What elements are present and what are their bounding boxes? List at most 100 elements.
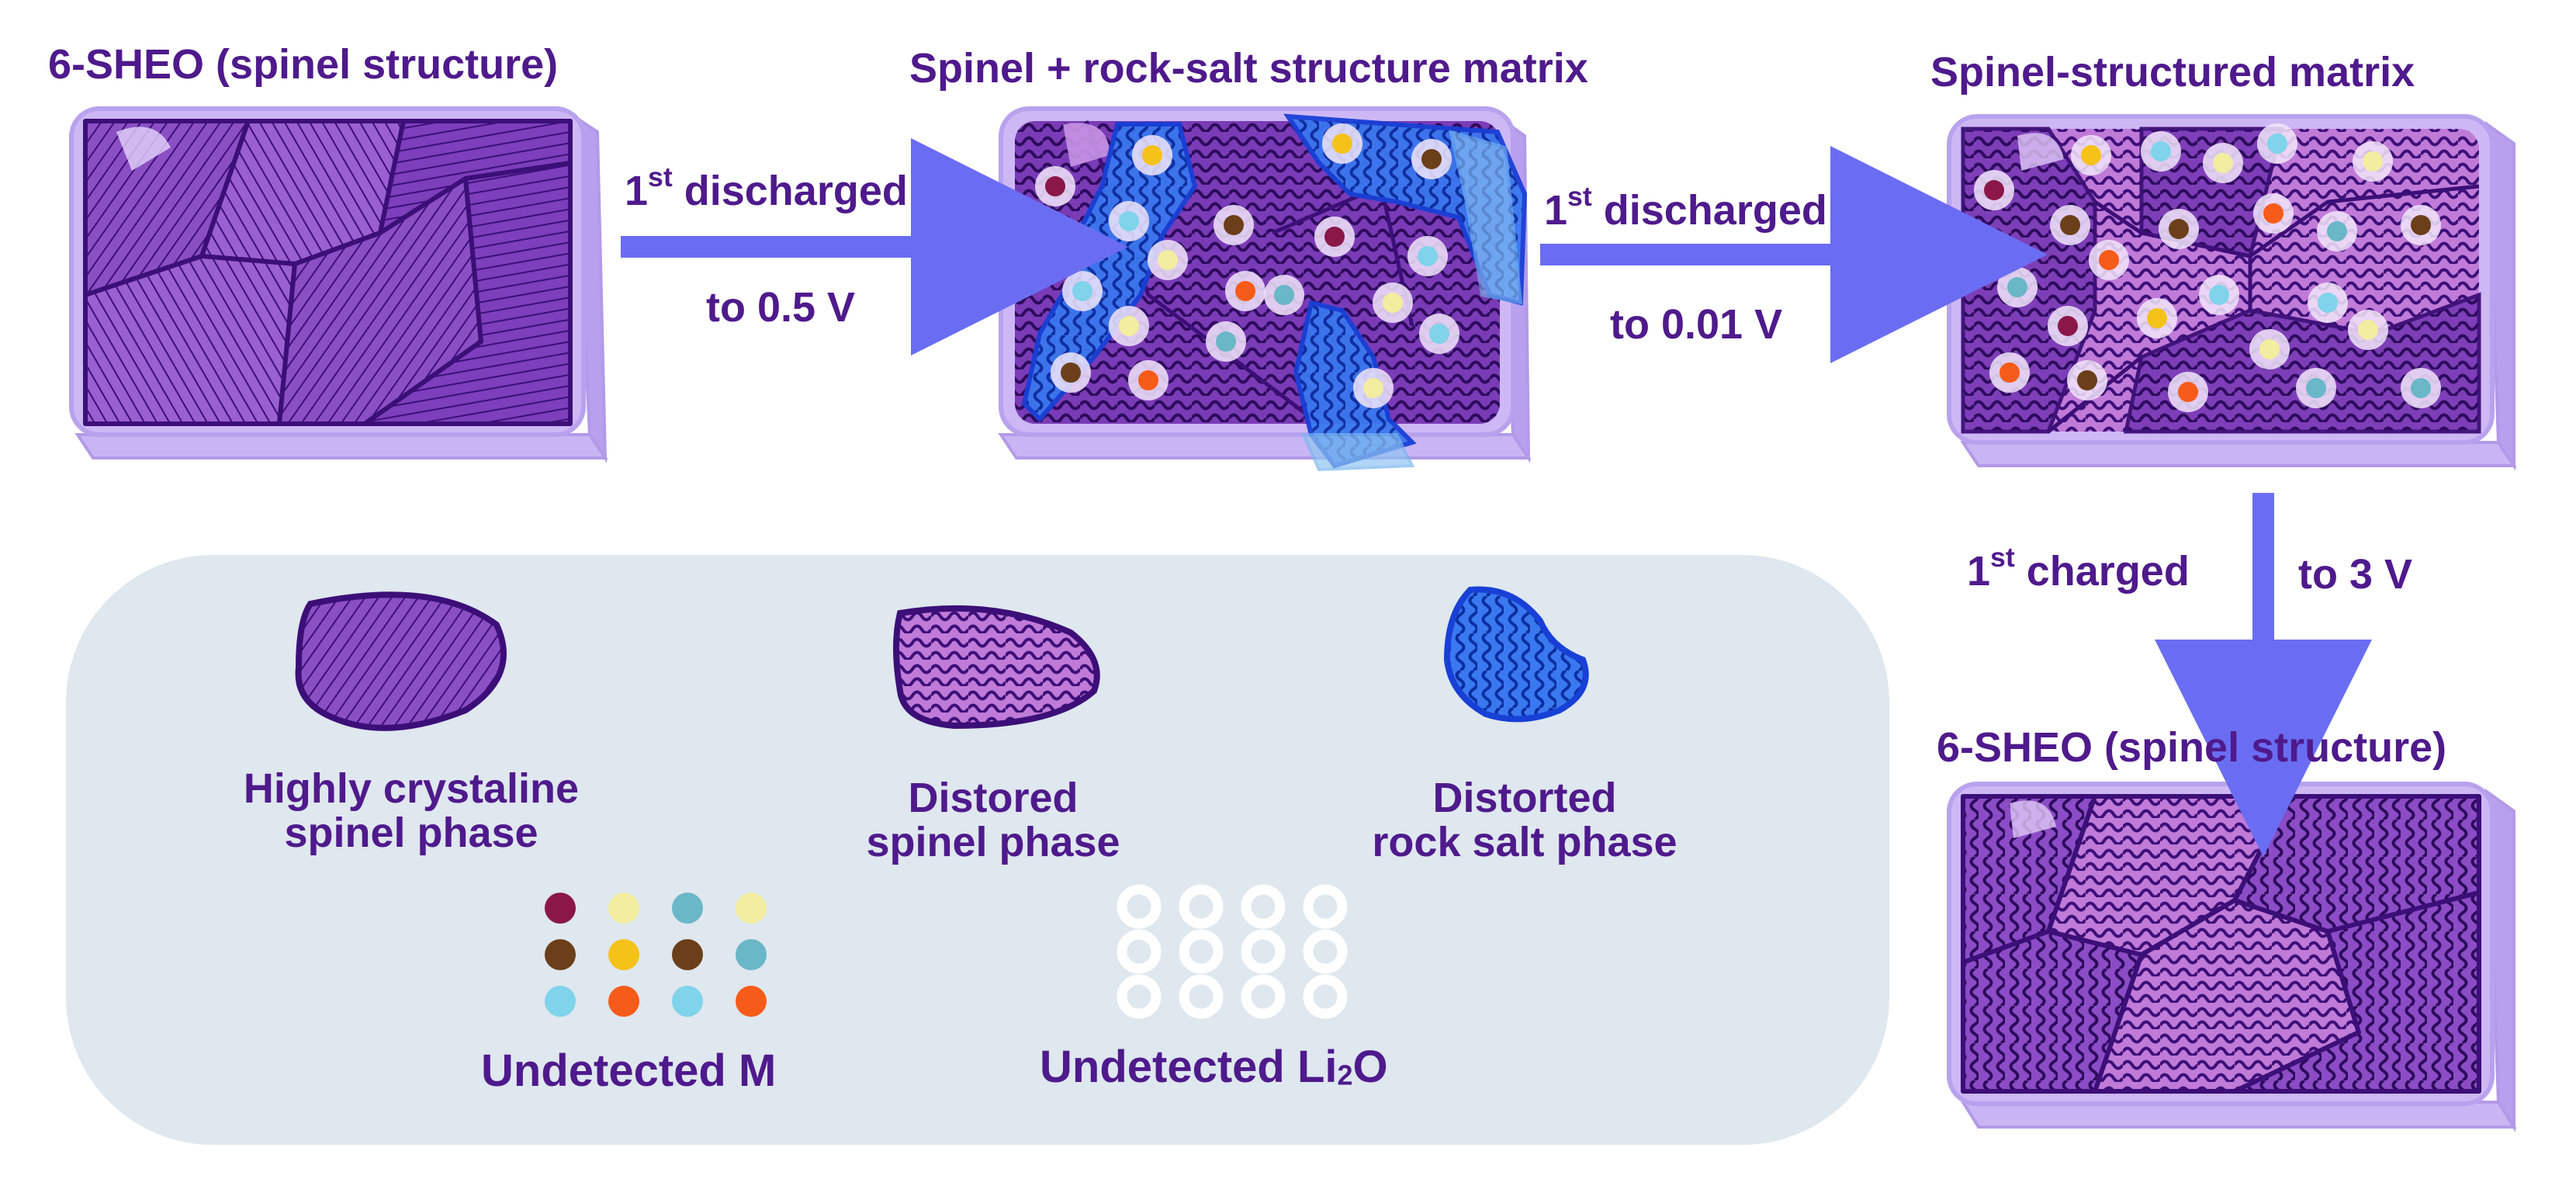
metal-dot xyxy=(608,986,639,1017)
particle-core xyxy=(2178,382,2198,402)
legend-li2o-end: O xyxy=(1352,1042,1388,1092)
metal-dot xyxy=(736,986,767,1017)
legend-distorted-spinel-shape xyxy=(893,605,1100,730)
particle-core xyxy=(2000,362,2020,383)
metal-dot xyxy=(608,939,639,970)
step2-label: 1st discharged xyxy=(1544,182,1827,234)
particle-core xyxy=(1235,281,1255,301)
step1-ordinal: 1 xyxy=(625,168,649,214)
title-initial-6sheo: 6-SHEO (spinel structure) xyxy=(48,41,559,88)
step2-ordinal: 1 xyxy=(1544,187,1568,234)
step1-label: 1st discharged xyxy=(625,162,908,214)
legend-crystalline-label: Highly crystaline spinel phase xyxy=(237,767,586,855)
particle-core xyxy=(1142,145,1162,165)
step3-action: charged xyxy=(2026,548,2190,595)
particle-core xyxy=(2267,134,2287,154)
legend-distorted-spinel-label: Distored spinel phase xyxy=(819,776,1168,864)
particle-core xyxy=(1072,281,1092,301)
legend-distorted-rocksalt-line1: Distorted xyxy=(1432,775,1617,821)
particle-core xyxy=(2318,293,2338,313)
title-spinel-matrix: Spinel-structured matrix xyxy=(1930,49,2415,95)
legend-li2o-main: Undetected Li xyxy=(1040,1042,1338,1092)
particle-core xyxy=(1383,293,1403,313)
metal-dot xyxy=(672,893,703,924)
particle-core xyxy=(2077,370,2097,390)
metal-dot xyxy=(545,893,576,924)
li2o-ring xyxy=(1303,884,1348,929)
metal-dot xyxy=(672,939,703,970)
particle-core xyxy=(1216,331,1236,352)
particle-core xyxy=(2081,145,2101,165)
metal-dot xyxy=(608,893,639,924)
step2-ordinal-suffix: st xyxy=(1567,180,1592,212)
metal-dot xyxy=(736,893,767,924)
step2-voltage: to 0.01 V xyxy=(1610,301,1783,348)
panel-mixed-matrix xyxy=(998,106,1532,472)
legend-crystalline-line2: spinel phase xyxy=(284,809,538,856)
metal-dot xyxy=(545,986,576,1017)
legend-metal-dots xyxy=(545,893,767,1017)
legend-crystalline-shape xyxy=(295,591,507,731)
particle-core xyxy=(1158,250,1178,270)
legend-panel xyxy=(66,555,1889,1145)
particle-core xyxy=(1324,227,1345,247)
particle-core xyxy=(1119,316,1139,336)
particle-core xyxy=(2060,215,2080,235)
panel-initial-6sheo xyxy=(69,106,608,463)
li2o-ring xyxy=(1179,884,1224,929)
particle-core xyxy=(1984,180,2004,200)
particle-core xyxy=(2099,250,2119,270)
particle-core xyxy=(2209,285,2229,305)
li2o-ring xyxy=(1241,929,1286,974)
particle-core xyxy=(2411,378,2431,398)
panel-final-6sheo xyxy=(1947,782,2517,1132)
particle-core xyxy=(1138,370,1158,390)
metal-dot xyxy=(672,986,703,1017)
particle-core xyxy=(1418,246,1438,266)
step1-voltage: to 0.5 V xyxy=(706,284,856,331)
legend-distorted-spinel-line2: spinel phase xyxy=(866,818,1120,865)
li2o-ring xyxy=(1303,929,1348,974)
particle-core xyxy=(1119,211,1139,231)
legend-li2o-sub: 2 xyxy=(1337,1059,1353,1091)
step1-ordinal-suffix: st xyxy=(648,161,673,192)
particle-core xyxy=(1224,215,1244,235)
metal-dot xyxy=(545,939,576,970)
step1-action: discharged xyxy=(684,168,908,214)
particle-core xyxy=(2169,219,2189,239)
particle-core xyxy=(1061,362,1081,383)
title-mixed-matrix: Spinel + rock-salt structure matrix xyxy=(909,45,1588,92)
legend-metal-label: Undetected M xyxy=(481,1046,777,1096)
particle-core xyxy=(2358,320,2378,340)
step3-ordinal-suffix: st xyxy=(1990,541,2015,573)
step2-action: discharged xyxy=(1603,187,1827,234)
li2o-ring xyxy=(1241,974,1286,1019)
step3-ordinal: 1 xyxy=(1967,548,1991,595)
li2o-ring xyxy=(1117,884,1162,929)
panel-spinel-matrix xyxy=(1947,114,2517,471)
particle-core xyxy=(2259,339,2280,359)
legend-li2o-rings xyxy=(1117,884,1348,1019)
particle-core xyxy=(2147,308,2167,328)
particle-core xyxy=(2213,153,2233,173)
legend-distorted-spinel-line1: Distored xyxy=(908,775,1079,821)
title-final-6sheo: 6-SHEO (spinel structure) xyxy=(1937,724,2447,771)
li2o-ring xyxy=(1117,974,1162,1019)
metal-dot xyxy=(736,939,767,970)
step3-label: 1st charged xyxy=(1967,543,2190,595)
particle-core xyxy=(2007,277,2027,297)
legend-crystalline-line1: Highly crystaline xyxy=(243,765,580,812)
particle-core xyxy=(2058,316,2078,336)
particle-core xyxy=(1429,324,1449,344)
particle-core xyxy=(1363,378,1383,398)
legend-distorted-rocksalt-line2: rock salt phase xyxy=(1372,818,1678,865)
li2o-ring xyxy=(1179,929,1224,974)
particle-core xyxy=(1332,134,1352,154)
li2o-ring xyxy=(1117,929,1162,974)
particle-core xyxy=(2263,203,2283,224)
particle-core xyxy=(2363,151,2383,172)
particle-core xyxy=(2327,221,2347,241)
legend-distorted-rocksalt-label: Distorted rock salt phase xyxy=(1342,776,1707,864)
